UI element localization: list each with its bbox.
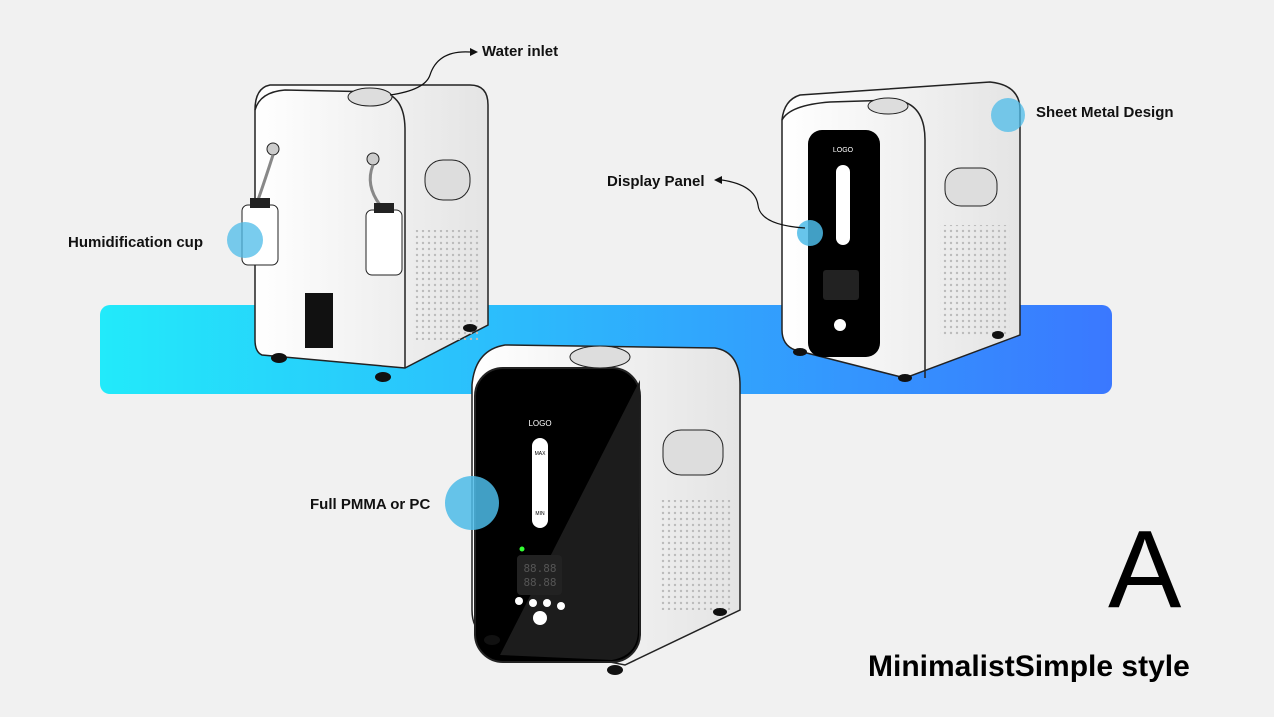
label-humidification-cup: Humidification cup bbox=[68, 234, 203, 251]
label-full-pmma: Full PMMA or PC bbox=[310, 496, 431, 513]
display-panel-leader bbox=[721, 179, 806, 229]
callout-pmma bbox=[445, 476, 499, 530]
callout-display-panel bbox=[797, 220, 823, 246]
variant-letter: A bbox=[1108, 508, 1182, 631]
device-angled-view bbox=[781, 81, 1021, 382]
display-digits-1: 88.88 bbox=[523, 562, 556, 575]
device-front-view bbox=[471, 344, 741, 675]
max-mark: MAX bbox=[535, 451, 547, 457]
device-back-view bbox=[241, 84, 489, 382]
label-sheet-metal: Sheet Metal Design bbox=[1036, 104, 1174, 121]
logo-text-angled: LOGO bbox=[833, 147, 854, 154]
callout-sheet-metal bbox=[991, 98, 1025, 132]
water-level-window bbox=[532, 438, 548, 528]
callout-humidification bbox=[227, 222, 263, 258]
display-digits-2: 88.88 bbox=[523, 576, 556, 589]
logo-text-front: LOGO bbox=[528, 419, 551, 428]
power-button bbox=[533, 611, 547, 625]
label-display-panel: Display Panel bbox=[607, 173, 705, 190]
label-water-inlet: Water inlet bbox=[482, 43, 559, 60]
water-inlet-leader bbox=[389, 51, 471, 96]
water-inlet-cap bbox=[347, 87, 393, 107]
min-mark: MIN bbox=[535, 511, 545, 517]
style-title: MinimalistSimple style bbox=[868, 650, 1190, 683]
